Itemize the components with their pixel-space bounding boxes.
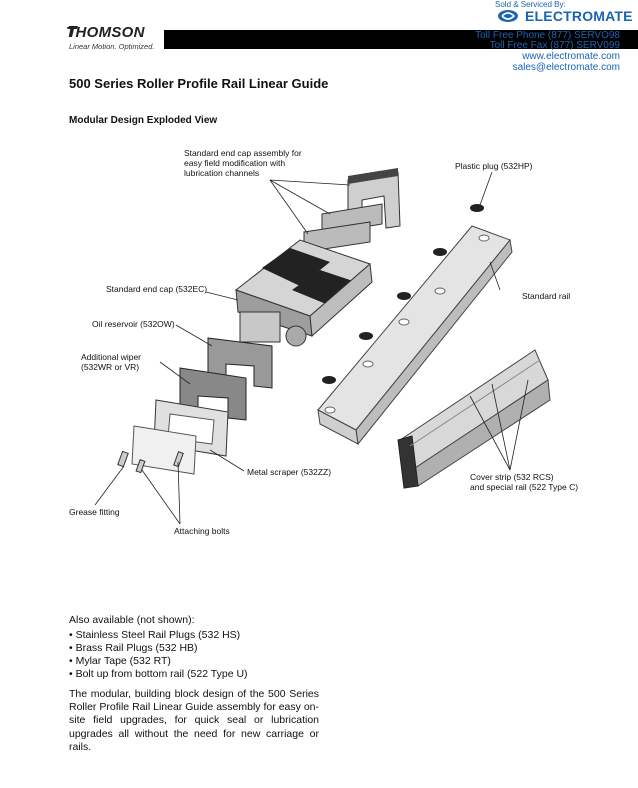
callout-metal-scraper: Metal scraper (532ZZ) [247,467,332,477]
callout-standard-end-cap: Standard end cap (532EC) [106,284,208,294]
callout-additional-wiper: Additional wiper (532WR or VR) [81,352,142,372]
sold-by-label: Sold & Serviced By: [495,0,566,9]
leader-lines [94,171,529,525]
list-item: Brass Rail Plugs (532 HB) [69,642,248,655]
carriage-block [234,239,373,347]
callout-end-cap-assembly: Standard end cap assembly for easy field… [184,148,302,178]
callout-attaching-bolts: Attaching bolts [174,526,230,536]
list-item: Stainless Steel Rail Plugs (532 HS) [69,629,248,642]
also-available-list: Stainless Steel Rail Plugs (532 HS) Bras… [69,629,248,681]
distributor-fax: Toll Free Fax (877) SERV099 [489,40,620,51]
distributor-phone: Toll Free Phone (877) SERVO98 [475,30,620,41]
thomson-logo-icon [68,26,78,37]
callout-cover-strip: Cover strip (532 RCS) and special rail (… [470,472,579,492]
list-item: Mylar Tape (532 RT) [69,655,248,668]
also-available-heading: Also available (not shown): [69,614,195,626]
header-bar [164,30,638,49]
callout-plastic-plug: Plastic plug (532HP) [455,161,533,171]
special-rail [397,349,551,489]
callout-oil-reservoir: Oil reservoir (532OW) [92,319,175,329]
list-item: Bolt up from bottom rail (522 Type U) [69,668,248,681]
page-title: 500 Series Roller Profile Rail Linear Gu… [69,76,329,91]
plastic-plugs [322,204,484,384]
distributor-website[interactable]: www.electromate.com [522,51,620,62]
distributor-name: ELECTROMATE [525,8,633,24]
callout-standard-rail: Standard rail [522,291,571,301]
distributor-email[interactable]: sales@electromate.com [512,62,620,73]
description-paragraph: The modular, building block design of th… [69,688,319,753]
also-available-section: Also available (not shown): Stainless St… [69,614,248,681]
callout-grease-fitting: Grease fitting [69,507,120,517]
brand-tagline: Linear Motion. Optimized. [69,42,155,51]
standard-rail [317,225,513,446]
electromate-logo-icon [498,10,518,22]
brand-logo: THOMSON [66,24,145,41]
fasteners [117,450,184,474]
end-cap-assembly [303,168,401,253]
page-subtitle: Modular Design Exploded View [69,115,218,126]
